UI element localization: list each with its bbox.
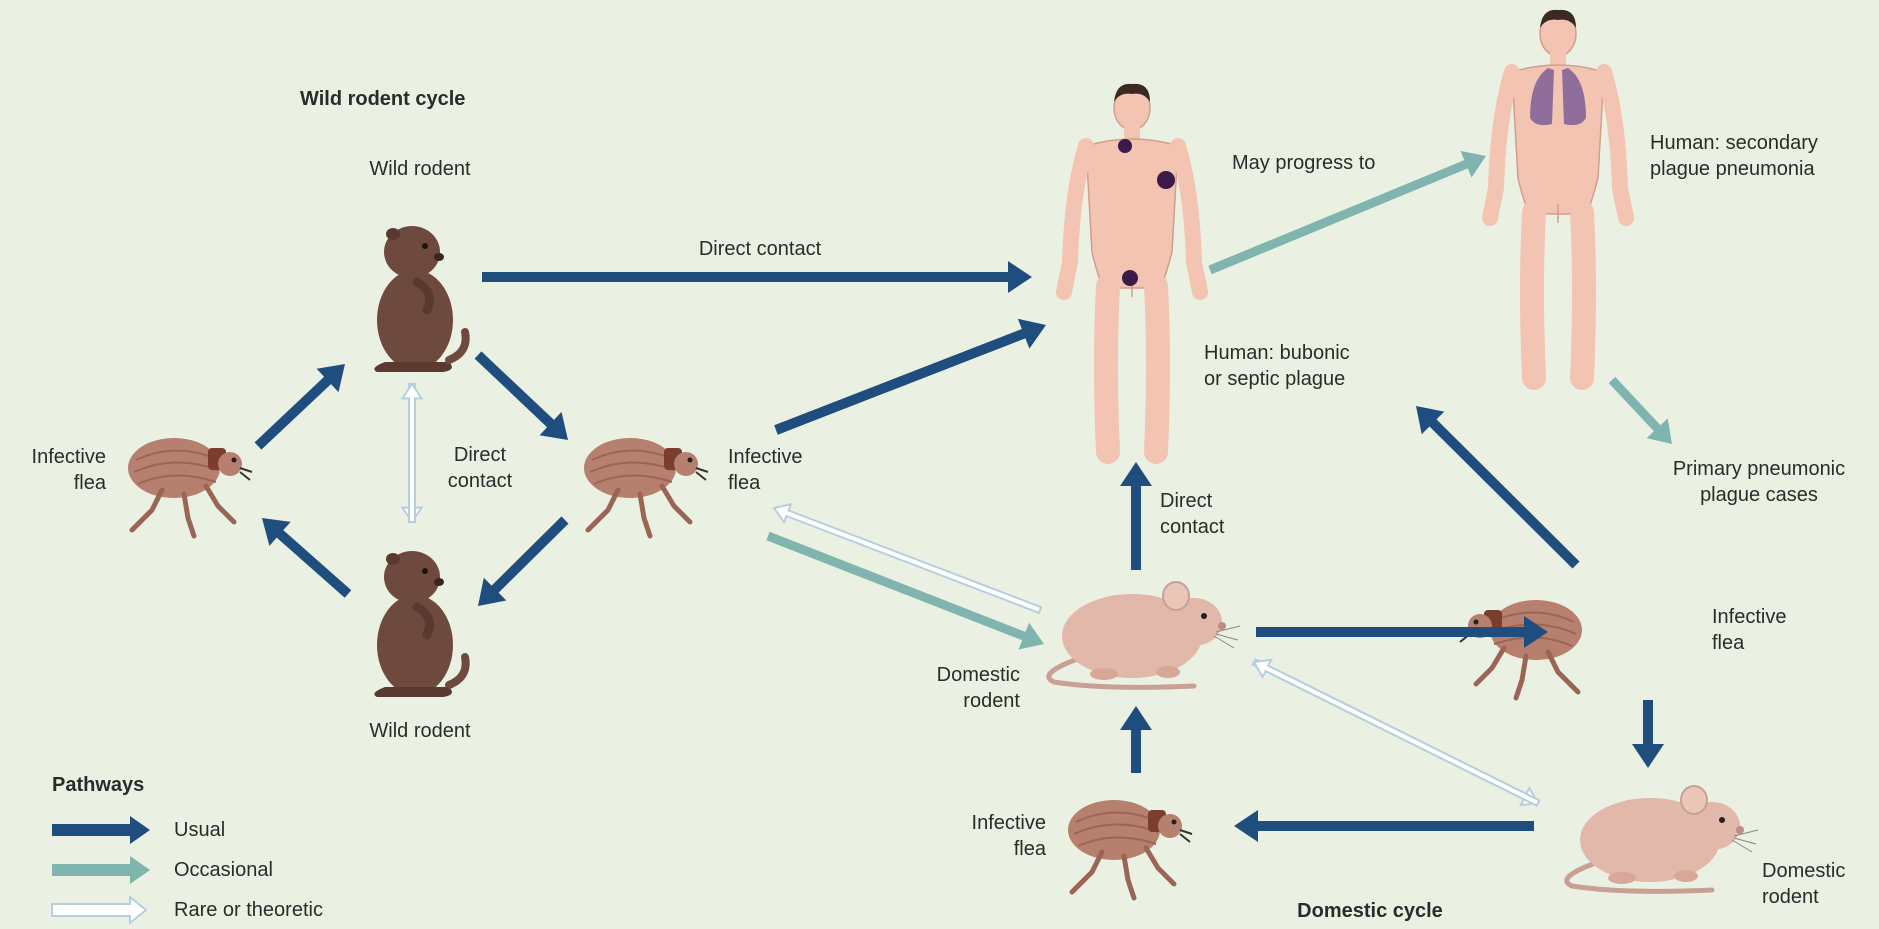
- arrow-wild-rodent-contact-up: [402, 384, 421, 522]
- flea-right-label: Infective flea: [1712, 604, 1852, 656]
- wild-rodent-bottom-label: Wild rodent: [320, 718, 520, 744]
- domestic-rodent-left-label: Domestic rodent: [880, 662, 1020, 714]
- arrow-domestic-rodent-to-flea-bottom: [1234, 810, 1534, 842]
- legend-rare-label: Rare or theoretic: [174, 897, 394, 923]
- arrow-domestic-rodent-to-flea-right: [1256, 616, 1548, 648]
- direct-contact-top-label: Direct contact: [640, 236, 880, 262]
- human-secondary-label: Human: secondary plague pneumonia: [1650, 130, 1876, 182]
- legend-occasional-label: Occasional: [174, 857, 374, 883]
- arrow-flea-right-to-domestic-rodent: [1632, 700, 1664, 768]
- arrow-flea-mid-to-domestic-rodent: [766, 532, 1044, 650]
- domestic-rodent-right-label: Domestic rodent: [1762, 858, 1876, 910]
- primary-pneumonic-label: Primary pneumonic plague cases: [1646, 456, 1872, 508]
- arrow-wild-rodent-to-flea-left: [262, 518, 351, 598]
- wild-cycle-title: Wild rodent cycle: [300, 86, 560, 112]
- arrow-flea-mid-to-wild-rodent: [478, 516, 569, 606]
- arrow-flea-right-to-human: [1416, 406, 1580, 569]
- domestic-cycle-title: Domestic cycle: [1260, 898, 1480, 924]
- arrow-wild-rodent-to-human: [482, 261, 1032, 293]
- arrow-wild-rodent-to-flea-mid: [475, 351, 568, 440]
- legend-title: Pathways: [52, 772, 252, 798]
- arrow-domestic-rodent-to-human: [1120, 462, 1152, 570]
- flea-mid-label: Infective flea: [728, 444, 868, 496]
- arrow-flea-left-to-wild-rodent: [255, 364, 345, 450]
- arrow-domestic-rodent-back: [1254, 660, 1539, 806]
- flea-bottom-label: Infective flea: [906, 810, 1046, 862]
- wild-rodent-top-label: Wild rodent: [320, 156, 520, 182]
- arrow-secondary-to-primary: [1609, 377, 1672, 444]
- arrow-flea-mid-to-human: [774, 319, 1046, 435]
- direct-contact-wild-label: Direct contact: [420, 442, 540, 494]
- legend-usual-label: Usual: [174, 817, 374, 843]
- flea-left-label: Infective flea: [0, 444, 106, 496]
- human-bubonic-label: Human: bubonic or septic plague: [1204, 340, 1424, 392]
- may-progress-label: May progress to: [1232, 150, 1452, 176]
- direct-contact-domestic-label: Direct contact: [1160, 488, 1280, 540]
- arrow-flea-bottom-to-domestic-rodent: [1120, 706, 1152, 773]
